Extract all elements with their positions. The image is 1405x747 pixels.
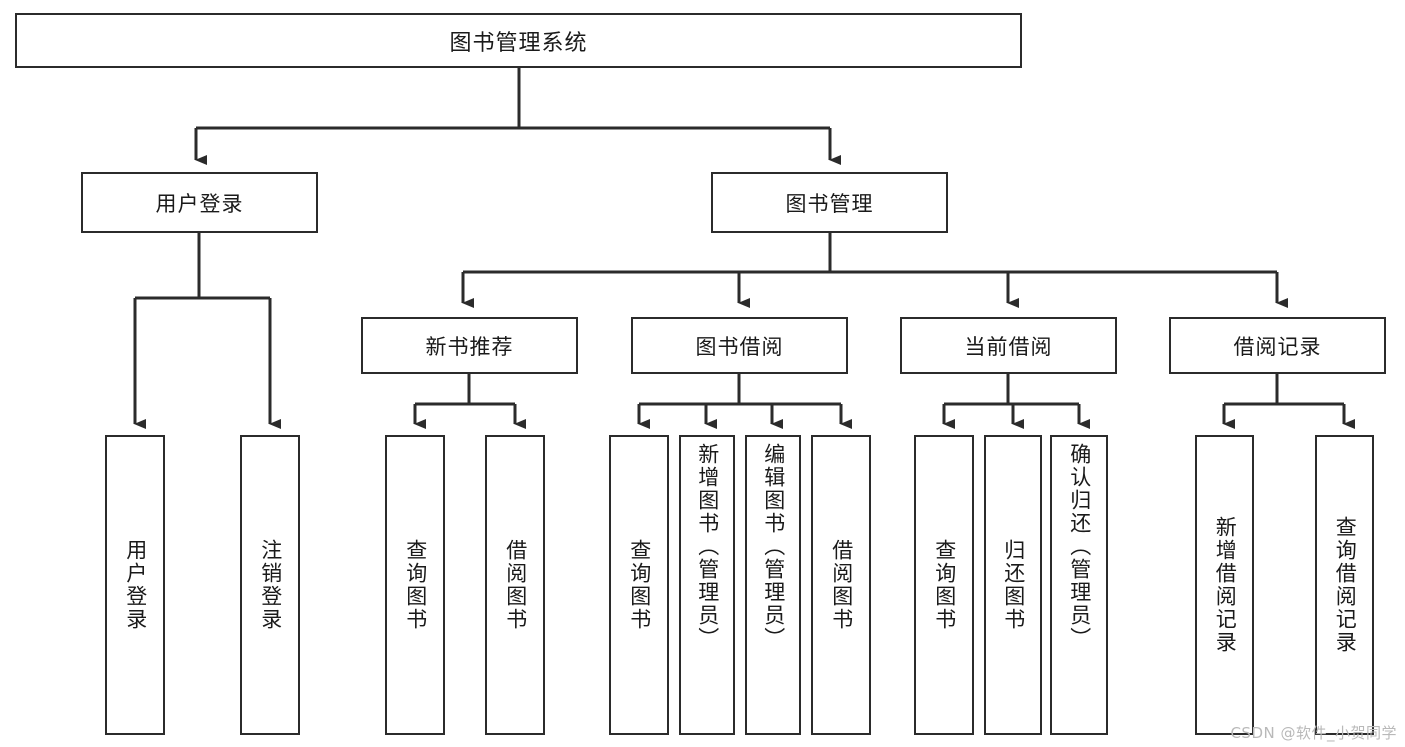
leaf-node[interactable]: 查询借阅记录 [1315, 435, 1374, 735]
leaf-node[interactable]: 确认归还（管理员） [1050, 435, 1108, 735]
watermark: CSDN @软件_小贺同学 [1230, 724, 1397, 742]
node-borrow-records-label: 借阅记录 [1233, 334, 1322, 359]
leaf-label: 查询图书 [403, 539, 428, 631]
leaf-label: 借阅图书 [829, 539, 854, 631]
leaf-node[interactable]: 查询图书 [385, 435, 445, 735]
leaf-node[interactable]: 新增图书（管理员） [679, 435, 735, 735]
leaf-label: 查询图书 [627, 539, 652, 631]
leaf-label: 注销登录 [258, 539, 283, 631]
leaf-label: 借阅图书 [503, 539, 528, 631]
leaf-label: 编辑图书（管理员） [761, 443, 786, 650]
node-current-borrow[interactable]: 当前借阅 [900, 317, 1117, 374]
node-user-login[interactable]: 用户登录 [81, 172, 318, 233]
node-new-book-recommend[interactable]: 新书推荐 [361, 317, 578, 374]
leaf-label: 归还图书 [1001, 539, 1026, 631]
node-root-label: 图书管理系统 [449, 30, 588, 56]
leaf-node[interactable]: 借阅图书 [485, 435, 545, 735]
leaf-node[interactable]: 查询图书 [609, 435, 669, 735]
leaf-node[interactable]: 借阅图书 [811, 435, 871, 735]
node-new-book-recommend-label: 新书推荐 [425, 334, 514, 359]
leaf-node[interactable]: 归还图书 [984, 435, 1042, 735]
leaf-label: 查询图书 [932, 539, 957, 631]
node-current-borrow-label: 当前借阅 [964, 334, 1053, 359]
leaf-node[interactable]: 查询图书 [914, 435, 974, 735]
node-book-borrow-label: 图书借阅 [695, 334, 784, 359]
node-root[interactable]: 图书管理系统 [15, 13, 1022, 68]
leaf-label: 新增借阅记录 [1213, 516, 1238, 654]
node-book-borrow[interactable]: 图书借阅 [631, 317, 848, 374]
leaf-label: 查询借阅记录 [1333, 516, 1358, 654]
leaf-node[interactable]: 编辑图书（管理员） [745, 435, 801, 735]
node-user-login-label: 用户登录 [155, 191, 244, 216]
leaf-node[interactable]: 用户登录 [105, 435, 165, 735]
node-borrow-records[interactable]: 借阅记录 [1169, 317, 1386, 374]
leaf-label: 确认归还（管理员） [1067, 443, 1092, 650]
node-book-management-label: 图书管理 [785, 191, 874, 216]
leaf-label: 用户登录 [123, 539, 148, 631]
leaf-node[interactable]: 注销登录 [240, 435, 300, 735]
leaf-node[interactable]: 新增借阅记录 [1195, 435, 1254, 735]
node-book-management[interactable]: 图书管理 [711, 172, 948, 233]
leaf-label: 新增图书（管理员） [695, 443, 720, 650]
